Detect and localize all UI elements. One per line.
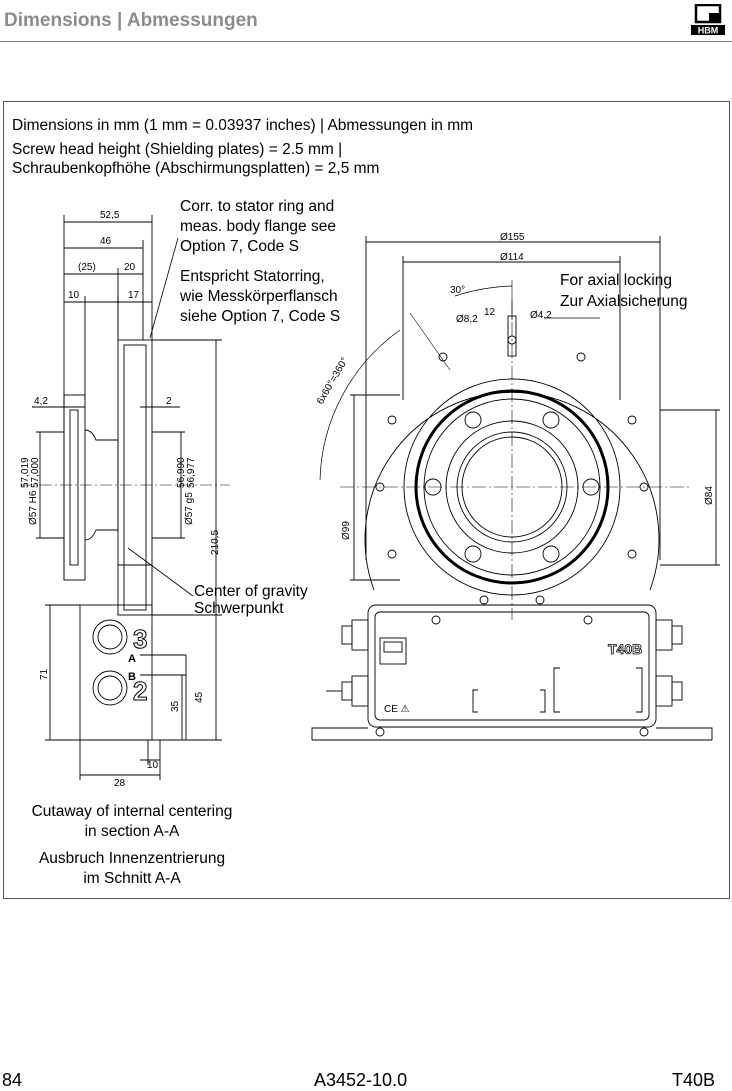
- document-id: A3452-10.0: [314, 1070, 408, 1090]
- dim-28: 28: [114, 778, 126, 789]
- dim-dia99: Ø99: [341, 521, 352, 540]
- dim-dia4-2: Ø4,2: [530, 310, 552, 321]
- screw-head-note-de: Schraubenkopfhöhe (Abschirmungsplatten) …: [12, 160, 380, 177]
- callout-corr-3: Option 7, Code S: [180, 238, 299, 255]
- dim-46: 46: [100, 236, 112, 247]
- dim-dia155: Ø155: [500, 232, 525, 243]
- dimensions-unit-note: Dimensions in mm (1 mm = 0.03937 inches)…: [12, 117, 474, 134]
- svg-text:HBM: HBM: [698, 26, 719, 36]
- dim-45: 45: [194, 691, 205, 703]
- dim-10: 10: [68, 290, 80, 301]
- callout-gravity-1: Center of gravity: [194, 583, 308, 600]
- dim-20: 20: [124, 262, 136, 273]
- model-label: T40B: [608, 641, 642, 657]
- callout-corr-1: Corr. to stator ring and: [180, 198, 335, 215]
- fit-g5-tol2: 56,977: [186, 457, 197, 488]
- fit-h6-tol2: 57,000: [30, 457, 41, 488]
- connector-2-label: 2: [133, 676, 147, 706]
- page-number: 84: [2, 1070, 23, 1090]
- dim-2: 2: [166, 396, 172, 407]
- callout-corr-2: meas. body flange see: [180, 218, 336, 235]
- dim-angle-30: 30°: [450, 285, 465, 296]
- connector-3-label: 3: [133, 624, 147, 654]
- header-rule: [0, 41, 732, 42]
- callout-entspricht-1: Entspricht Statorring,: [180, 268, 325, 285]
- hbm-logo: HBM: [691, 4, 725, 36]
- dim-52-5: 52,5: [100, 210, 120, 221]
- callout-entspricht-3: siehe Option 7, Code S: [180, 308, 341, 325]
- callout-axial-1: For axial locking: [560, 272, 672, 289]
- fit-h6: Ø57 H6: [28, 490, 39, 525]
- dim-dia114: Ø114: [500, 252, 524, 263]
- section-a-label: A: [128, 653, 136, 665]
- callout-entspricht-2: wie Messkörperflansch: [180, 288, 338, 305]
- ce-mark: CE ⚠: [384, 704, 410, 715]
- drawing-frame: [3, 101, 730, 899]
- dim-angle-6x60: 6x60°=360°: [315, 356, 351, 407]
- product-name: T40B: [672, 1070, 716, 1090]
- cutaway-de-2: im Schnitt A-A: [83, 870, 181, 887]
- dim-dia84: Ø84: [704, 486, 715, 505]
- dim-dia8-2: Ø8,2: [456, 314, 478, 325]
- dim-10b: 10: [147, 760, 159, 771]
- fit-g5: Ø57 g5: [184, 492, 195, 525]
- callout-gravity-2: Schwerpunkt: [194, 600, 284, 617]
- dim-c12: 12: [484, 307, 496, 318]
- section-b-label: B: [128, 671, 136, 683]
- dim-210-5: 210,5: [210, 530, 221, 555]
- fit-g5-tol1: 56,990: [176, 457, 187, 488]
- fit-h6-tol1: 57,019: [20, 457, 31, 488]
- dim-4-2: 4,2: [34, 396, 48, 407]
- cutaway-en-1: Cutaway of internal centering: [31, 803, 233, 820]
- callout-axial-2: Zur Axialsicherung: [560, 293, 688, 310]
- cutaway-en-2: in section A-A: [84, 823, 180, 840]
- page-header-title: Dimensions | Abmessungen: [4, 10, 258, 31]
- dim-17: 17: [128, 290, 140, 301]
- dim-71: 71: [39, 668, 50, 680]
- screw-head-note-en: Screw head height (Shielding plates) = 2…: [12, 141, 343, 158]
- dim-25: (25): [78, 262, 96, 273]
- dim-35: 35: [170, 700, 181, 712]
- cutaway-de-1: Ausbruch Innenzentrierung: [38, 850, 226, 867]
